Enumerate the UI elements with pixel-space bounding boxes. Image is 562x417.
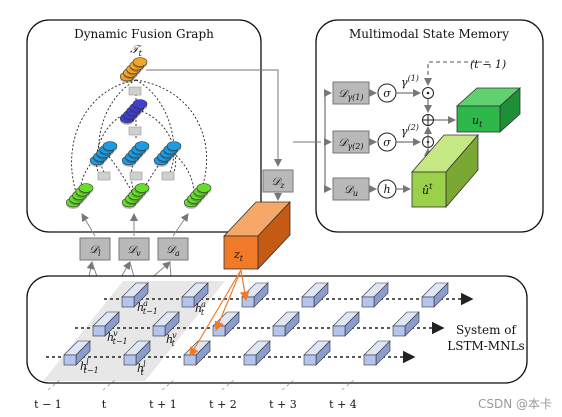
unimodal-node-stack-l (65, 183, 94, 209)
lstm-cell-visual-1 (152, 311, 180, 337)
d-a-label: 𝒟a (166, 243, 180, 258)
lstm-cell-visual-4 (332, 311, 360, 337)
d-gamma1-label: 𝒟γ(1) (339, 87, 364, 102)
tick-t-minus-1: t − 1 (34, 398, 62, 411)
dynamic-fusion-graph-panel (26, 19, 262, 233)
lstm-cell-visual-3 (272, 311, 300, 337)
time-t-highlight (43, 281, 225, 381)
bimodal-node-stack-2 (121, 141, 150, 167)
d-gamma2-label: 𝒟γ(2) (339, 136, 364, 151)
lstm-cell-language-3 (243, 340, 271, 366)
lstm-cell-language-0 (63, 340, 91, 366)
lstm-system-title-line1: System of (456, 323, 518, 337)
time-axis: t − 1 t t + 1 t + 2 t + 3 t + 4 (34, 398, 357, 411)
lstm-cell-acoustic-3 (301, 282, 329, 308)
d-l-box (79, 237, 111, 261)
d-z-label: 𝒟z (272, 175, 286, 190)
inter-panel-arrows (146, 69, 321, 201)
tick-t-plus-2: t + 2 (209, 398, 237, 411)
time-guides (47, 379, 355, 391)
u-hat-block (411, 133, 479, 209)
trimodal-node (119, 99, 148, 125)
tick-t-plus-1: t + 1 (149, 398, 177, 411)
d-u-label: 𝒟u (344, 183, 358, 198)
z-t-label: zt (233, 248, 244, 263)
multimodal-state-memory-title: Multimodal State Memory (349, 27, 509, 41)
memory-flow-arrows (324, 61, 491, 193)
u-t-memory-block (455, 87, 522, 133)
h-label: h (383, 183, 390, 196)
dynamic-fusion-graph-title: Dynamic Fusion Graph (74, 27, 214, 41)
watermark: CSDN @本卡 (478, 397, 552, 411)
gamma2-label: γ(2) (401, 123, 419, 138)
d-v-box (118, 237, 150, 261)
bimodal-node-stack-3 (153, 141, 182, 167)
unimodal-node-stack-a (183, 183, 212, 209)
lstm-cell-acoustic-0 (121, 282, 149, 308)
lstm-system-title-line2: LSTM-MNLs (447, 339, 524, 353)
lstm-cell-language-1 (123, 340, 151, 366)
lstm-cell-visual-0 (92, 311, 120, 337)
gamma1-label: γ(1) (401, 74, 419, 89)
d-l-label: 𝒟l (89, 243, 101, 258)
z-to-lstm-arrows (189, 269, 250, 358)
z-t-block (223, 200, 291, 271)
sigma-label-2: σ (383, 136, 391, 149)
fusion-graph-gates (97, 86, 175, 181)
lstm-cell-acoustic-1 (181, 282, 209, 308)
lstm-cell-language-5 (363, 340, 391, 366)
u-t-label: ut (472, 114, 483, 129)
lstm-cell-language-4 (303, 340, 331, 366)
sigma-label-1: σ (383, 87, 391, 100)
lstm-cell-acoustic-5 (421, 282, 449, 308)
tick-t: t (102, 398, 107, 411)
blue-dark-node-stack (119, 99, 148, 125)
fusion-output-node (119, 57, 148, 83)
u-hat-label: ût (422, 182, 433, 197)
orange-node-stack (119, 57, 148, 83)
tick-t-plus-3: t + 3 (269, 398, 297, 411)
d-a-box (157, 237, 189, 261)
bimodal-node-stack-1 (89, 141, 118, 167)
t-minus-1-label: (t − 1) (470, 58, 506, 71)
d-v-label: 𝒟v (127, 243, 141, 258)
lstm-cell-acoustic-4 (361, 282, 389, 308)
lstm-cell-visual-5 (392, 311, 420, 337)
unimodal-node-stack-v (121, 183, 150, 209)
bimodal-nodes (89, 141, 182, 167)
unimodal-nodes (65, 183, 212, 209)
tick-t-plus-4: t + 4 (329, 398, 357, 411)
